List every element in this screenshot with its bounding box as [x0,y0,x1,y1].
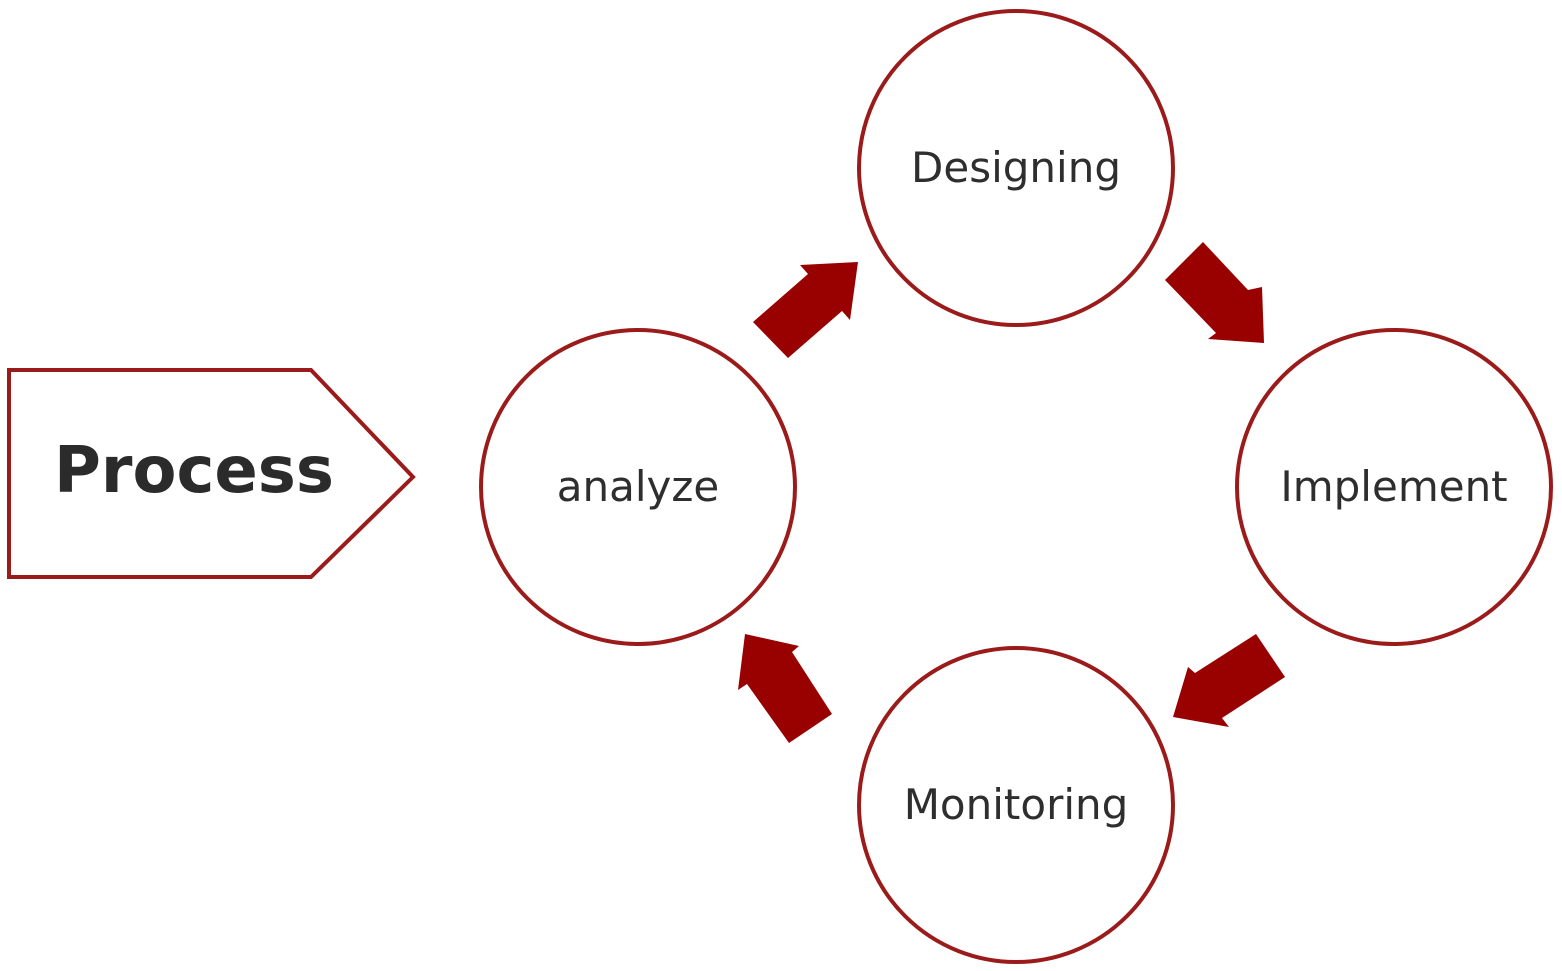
node-monitoring-circle [857,646,1175,964]
node-monitoring: Monitoring [857,646,1175,964]
node-analyze-label: analyze [557,462,720,511]
node-implement-circle [1235,328,1553,646]
node-analyze: analyze [479,328,797,646]
arrow-designing-to-implement [1165,242,1264,343]
node-designing: Designing [857,9,1175,327]
process-title: Process [54,434,334,508]
arrow-implement-to-monitoring [1173,634,1285,727]
node-designing-label: Designing [911,143,1121,192]
arrow-icon [1165,242,1264,343]
node-analyze-circle [479,328,797,646]
arrow-icon [753,262,858,358]
node-implement-label: Implement [1280,462,1507,511]
node-designing-circle [857,9,1175,327]
process-pentagon [7,368,416,579]
arrow-icon [738,634,832,743]
node-monitoring-label: Monitoring [904,780,1129,829]
arrow-icon [1173,634,1285,727]
arrow-analyze-to-designing [753,262,858,358]
node-implement: Implement [1235,328,1553,646]
arrow-monitoring-to-analyze [738,634,832,743]
process-title-shape: Process [7,368,416,579]
